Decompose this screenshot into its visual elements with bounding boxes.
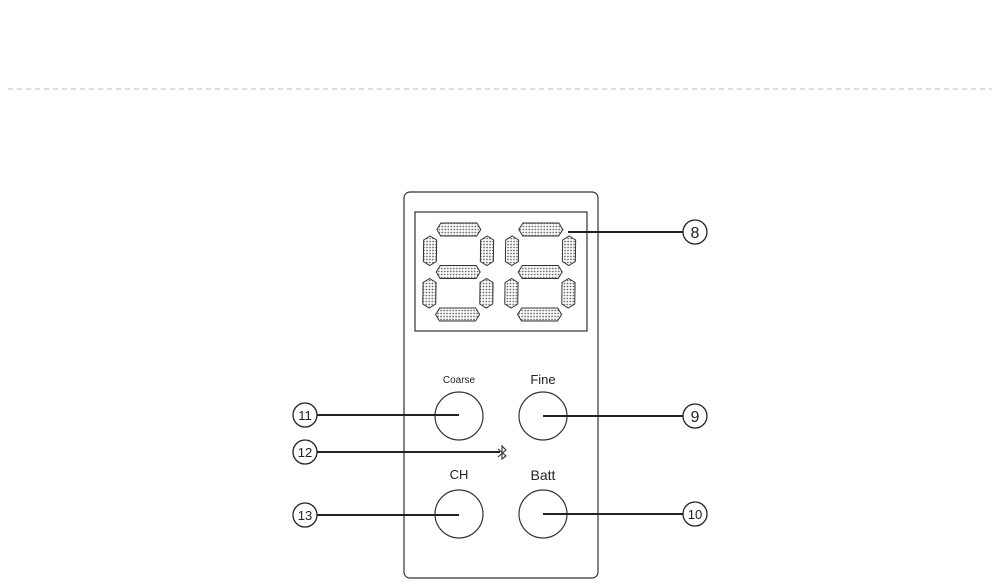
segment-d — [435, 307, 481, 322]
svg-text:9: 9 — [691, 409, 700, 426]
segment-g — [517, 265, 563, 279]
segment-e — [422, 277, 437, 309]
segment-c — [479, 277, 494, 309]
segment-f — [422, 235, 438, 267]
segment-b — [479, 235, 495, 267]
segment-a — [518, 222, 564, 237]
batt-label: Batt — [531, 467, 556, 483]
segment-d — [517, 307, 563, 322]
svg-text:12: 12 — [298, 445, 312, 460]
fine-label: Fine — [530, 372, 555, 387]
callout-ch: 13 — [292, 502, 318, 528]
segment-b — [561, 235, 577, 267]
segment-g — [435, 265, 481, 279]
ch-label: CH — [450, 467, 469, 482]
svg-text:13: 13 — [298, 508, 312, 523]
svg-text:8: 8 — [691, 225, 700, 242]
segment-a — [436, 222, 482, 237]
callout-batt: 10 — [682, 501, 708, 527]
segment-f — [504, 235, 520, 267]
segment-e — [504, 277, 519, 309]
svg-text:11: 11 — [298, 408, 312, 423]
display-digit — [504, 222, 577, 322]
bluetooth-icon — [497, 444, 507, 461]
segment-c — [561, 277, 576, 309]
coarse-label: Coarse — [443, 375, 476, 386]
callout-coarse: 11 — [292, 402, 318, 428]
callout-fine: 9 — [682, 403, 708, 429]
callout-display: 8 — [682, 219, 708, 245]
svg-text:10: 10 — [688, 507, 702, 522]
display-digit — [422, 222, 495, 322]
callout-bluetooth: 12 — [292, 439, 318, 465]
